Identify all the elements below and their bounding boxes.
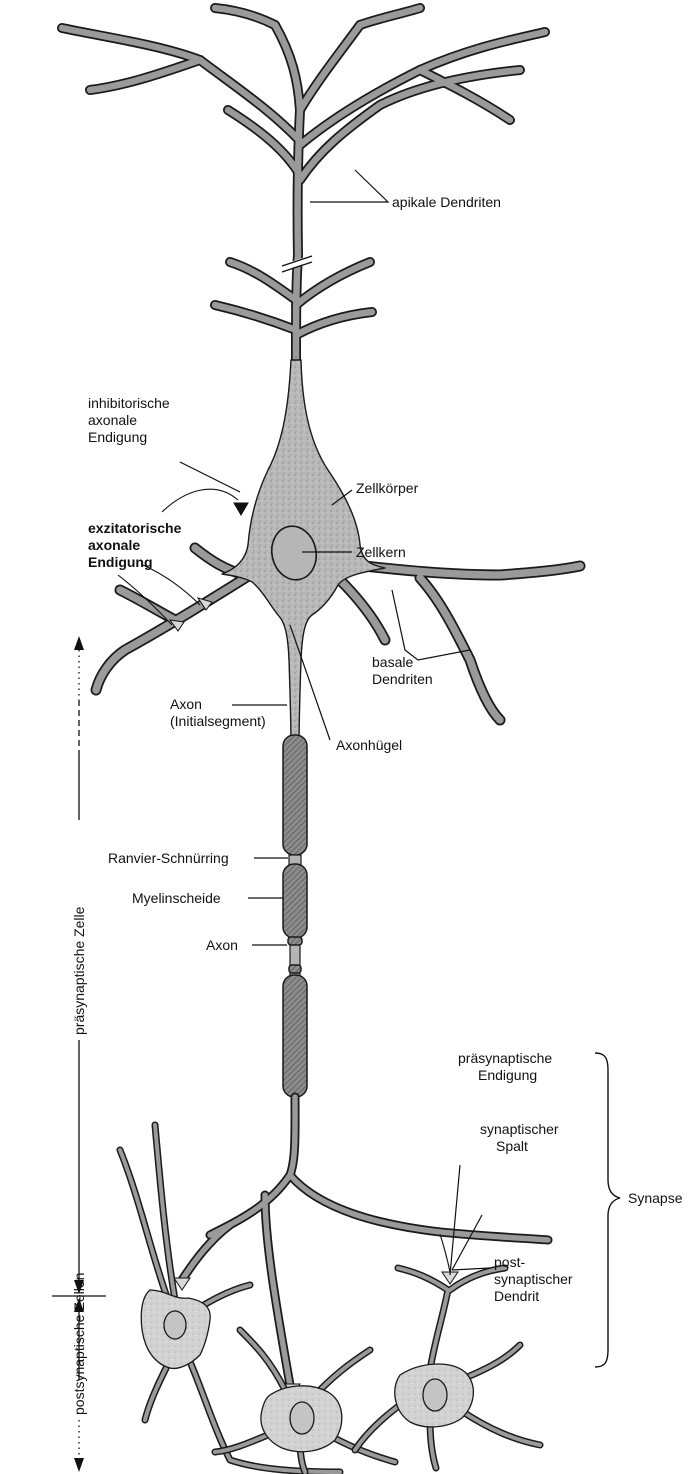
label-postsynaptic-cells: postsynaptische Zellen — [71, 1273, 87, 1415]
label-presynaptic-cell: präsynaptische Zelle — [71, 906, 87, 1035]
label-axon-initial-line-1: Axon — [170, 696, 202, 712]
label-inhibitory-terminal: inhibitorische axonale Endigung — [88, 395, 174, 445]
label-inhibitory-line-1: inhibitorische — [88, 395, 170, 411]
label-myelin-sheath: Myelinscheide — [132, 890, 221, 906]
label-excitatory-terminal: exzitatorische axonale Endigung — [88, 520, 185, 570]
label-nucleus: Zellkern — [356, 544, 406, 560]
label-presyn-term-line-1: präsynaptische — [458, 1050, 552, 1066]
label-cell-body: Zellkörper — [356, 480, 419, 496]
label-excitatory-line-2: axonale — [88, 537, 140, 553]
label-axon: Axon — [206, 937, 238, 953]
label-axon-hillock: Axonhügel — [336, 737, 402, 753]
label-presyn-term-line-2: Endigung — [478, 1067, 537, 1083]
myelin-segment — [289, 965, 301, 973]
label-apical-dendrites: apikale Dendriten — [392, 194, 501, 210]
label-basal-line-2: Dendriten — [372, 671, 433, 687]
label-presynaptic-terminal: präsynaptische Endigung — [458, 1050, 556, 1083]
label-inhibitory-line-2: axonale — [88, 412, 137, 428]
label-node-of-ranvier: Ranvier-Schnürring — [108, 850, 229, 866]
myelin-segment — [283, 975, 307, 1097]
myelin-sheaths — [283, 735, 307, 1097]
postsynaptic-cell — [215, 1330, 395, 1472]
inhibitory-terminal — [162, 489, 248, 515]
myelin-segment — [288, 937, 302, 945]
label-excitatory-line-1: exzitatorische — [88, 520, 182, 536]
label-inhibitory-line-3: Endigung — [88, 429, 147, 445]
label-postsyn-line-2: synaptischer — [494, 1271, 573, 1287]
myelin-segment — [283, 735, 307, 855]
label-cleft-line-2: Spalt — [496, 1138, 528, 1154]
label-postsyn-line-3: Dendrit — [494, 1288, 539, 1304]
label-cleft-line-1: synaptischer — [480, 1121, 559, 1137]
postsynaptic-cells — [120, 1125, 540, 1472]
label-axon-initial-segment: Axon (Initialsegment) — [170, 696, 266, 729]
label-basal-line-1: basale — [372, 654, 413, 670]
label-synaptic-cleft: synaptischer Spalt — [480, 1121, 562, 1154]
apical-dendrite-tree — [62, 8, 545, 360]
label-postsynaptic-dendrite: post- synaptischer Dendrit — [494, 1254, 576, 1304]
axon-collaterals — [174, 1097, 548, 1396]
label-synapse: Synapse — [628, 1190, 683, 1206]
synapse-brace — [595, 1053, 620, 1367]
label-postsyn-line-1: post- — [494, 1254, 525, 1270]
label-excitatory-line-3: Endigung — [88, 554, 153, 570]
myelin-segment — [283, 864, 307, 938]
label-axon-initial-line-2: (Initialsegment) — [170, 713, 266, 729]
